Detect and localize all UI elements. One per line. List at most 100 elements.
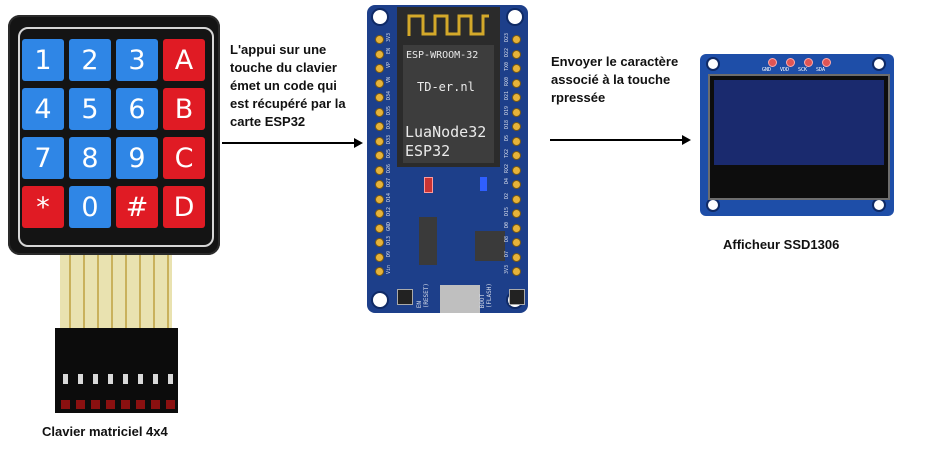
- keypad-key: 3: [116, 39, 158, 81]
- arrow1-line: touche du clavier: [230, 60, 337, 75]
- header-pin: [375, 252, 384, 262]
- antenna-trace-icon: [407, 14, 489, 36]
- connector-pin: [136, 400, 145, 409]
- header-pin: [375, 107, 384, 117]
- pin-label: TX2: [504, 149, 510, 159]
- arrow2-line: associé à la touche: [551, 72, 671, 87]
- header-pin: [512, 252, 521, 262]
- header-pin: [512, 194, 521, 204]
- pin-label: D25: [386, 149, 392, 159]
- pin-label: D14: [386, 192, 392, 202]
- mount-hole: [506, 8, 524, 26]
- connector-pin: [121, 400, 130, 409]
- pin-label: D15: [504, 207, 510, 217]
- boot-flash-button[interactable]: [509, 289, 525, 305]
- keypad-key: *: [22, 186, 64, 228]
- header-pin: [512, 136, 521, 146]
- header-pin: [375, 180, 384, 189]
- connector-pin-slot: [93, 374, 98, 384]
- header-pin: [512, 165, 521, 175]
- en-reset-button[interactable]: [397, 289, 413, 305]
- connector-pin: [61, 400, 70, 409]
- header-pin: [512, 151, 521, 160]
- pin-label: D35: [386, 105, 392, 115]
- pin-label: 3V3: [504, 265, 510, 275]
- header-pin: [375, 151, 384, 160]
- usb-port: [440, 285, 480, 313]
- oled-pin: [786, 58, 795, 67]
- mount-hole: [371, 8, 389, 26]
- pin-label: 3V3: [386, 33, 392, 43]
- keypad-ribbon-cable: [60, 255, 172, 330]
- header-pin: [375, 267, 384, 276]
- oled-pin: [804, 58, 813, 67]
- pin-label: VP: [386, 62, 392, 69]
- board-title-1: LuaNode32: [405, 123, 487, 141]
- keypad-key: #: [116, 186, 158, 228]
- keypad-key: C: [163, 137, 205, 179]
- arrow2-text: Envoyer le caractère associé à la touche…: [551, 53, 678, 107]
- header-pin: [512, 78, 521, 88]
- en-reset-label: EN (RESET): [416, 283, 430, 309]
- oled-pin: [768, 58, 777, 67]
- arrow1-line: est récupéré par la: [230, 96, 346, 111]
- pin-label: D13: [386, 236, 392, 246]
- header-pin: [375, 49, 384, 59]
- board-title-2: ESP32: [405, 142, 451, 160]
- pin-label: D32: [386, 120, 392, 130]
- pin-label: D34: [386, 91, 392, 101]
- header-pin: [512, 223, 521, 233]
- usb-chip: [475, 231, 505, 261]
- connector-pin: [166, 400, 175, 409]
- pin-label: RX0: [504, 76, 510, 86]
- pin-label: D7: [504, 250, 510, 257]
- pin-label: D2: [504, 192, 510, 199]
- mount-hole: [872, 198, 886, 212]
- arrow2-line: rpressée: [551, 90, 606, 105]
- keypad-frame: [18, 27, 214, 247]
- connector-pin: [91, 400, 100, 409]
- header-pin: [375, 78, 384, 88]
- esp-wroom-module: ESP-WROOM-32 TD-er.nl LuaNode32 ESP32: [397, 7, 500, 167]
- keypad-key: 4: [22, 88, 64, 130]
- keypad-key: 5: [69, 88, 111, 130]
- arrow1-line: émet un code qui: [230, 78, 337, 93]
- keypad-key: 2: [69, 39, 111, 81]
- pin-label: D27: [386, 178, 392, 188]
- header-pin: [375, 35, 384, 44]
- keypad-key: A: [163, 39, 205, 81]
- led-blue: [480, 177, 487, 191]
- pin-label: RX2: [504, 163, 510, 173]
- header-pin: [512, 122, 521, 131]
- connector-pin-slot: [168, 374, 173, 384]
- pin-label: D12: [386, 207, 392, 217]
- pin-label: Vin: [386, 265, 392, 275]
- pin-label: D9: [386, 250, 392, 257]
- pin-label: D5: [504, 134, 510, 141]
- connector-pin: [76, 400, 85, 409]
- header-pin: [512, 238, 521, 247]
- esp32-board: ESP-WROOM-32 TD-er.nl LuaNode32 ESP32 EN…: [367, 5, 528, 313]
- keypad-key: B: [163, 88, 205, 130]
- keypad-key: 6: [116, 88, 158, 130]
- arrow1-line-shaft: [222, 142, 354, 144]
- arrow1-text: L'appui sur une touche du clavier émet u…: [230, 41, 346, 131]
- keypad-key: 7: [22, 137, 64, 179]
- keypad-key: 9: [116, 137, 158, 179]
- header-pin: [512, 209, 521, 218]
- header-pin: [512, 107, 521, 117]
- header-pin: [375, 209, 384, 218]
- header-pin: [375, 223, 384, 233]
- pin-label: D26: [386, 163, 392, 173]
- oled-screen: [714, 80, 884, 165]
- connector-pin-slot: [138, 374, 143, 384]
- module-site: TD-er.nl: [417, 80, 475, 94]
- oled-screen-frame: [708, 74, 890, 200]
- arrow2-line: Envoyer le caractère: [551, 54, 679, 69]
- header-pin: [375, 165, 384, 175]
- mount-hole: [371, 291, 389, 309]
- pin-label: D33: [386, 134, 392, 144]
- arrow1-line: carte ESP32: [230, 114, 306, 129]
- header-pin: [512, 35, 521, 44]
- arrow2-head: [682, 135, 691, 145]
